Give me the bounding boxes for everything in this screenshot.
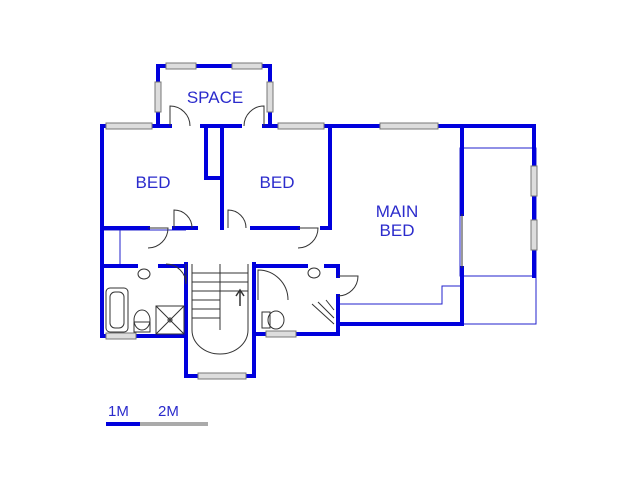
room-label-bed-left: BED — [135, 173, 171, 192]
walls — [100, 64, 536, 378]
scale-bar — [106, 422, 208, 426]
toilet-right — [267, 310, 285, 330]
doors — [147, 105, 463, 301]
room-label-bed-middle: BED — [259, 173, 295, 192]
room-label-main-bed: MAIN BED — [360, 202, 434, 240]
basin-right — [307, 267, 321, 279]
windows — [105, 62, 538, 380]
toilet-left — [133, 309, 151, 331]
staircase — [191, 264, 249, 355]
shower-tray — [155, 305, 185, 335]
room-label-main-bed-line2: BED — [379, 221, 415, 240]
room-label-space: SPACE — [186, 88, 244, 107]
bathtub — [105, 287, 129, 333]
bath-fixtures — [105, 267, 335, 335]
scale-label-1m: 1M — [108, 403, 129, 420]
scale-label-2m: 2M — [158, 403, 179, 420]
room-label-main-bed-line1: MAIN — [375, 202, 419, 221]
basin-left — [137, 268, 151, 280]
